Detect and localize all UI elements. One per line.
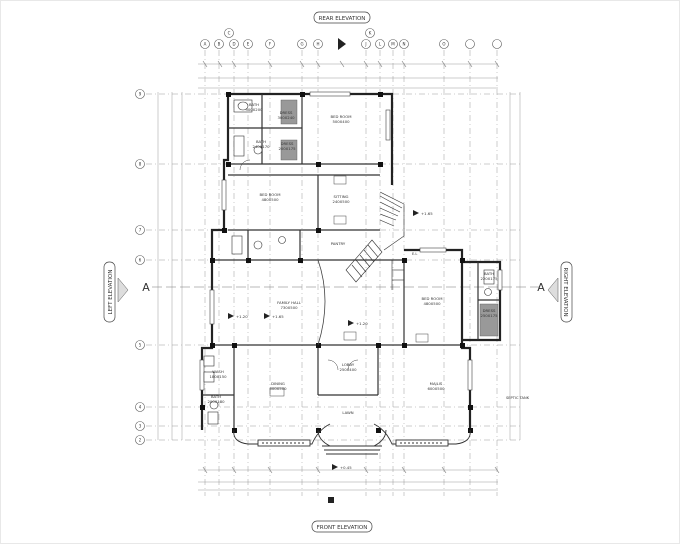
level-tags: +1.65 +1.65 +1.20 +1.20 +0.45 bbox=[228, 210, 433, 470]
structural-columns bbox=[200, 92, 473, 433]
grid-label-top-D: D bbox=[232, 42, 235, 47]
room-size-dining: 500X500 bbox=[269, 386, 287, 391]
misc-labels: E.L SEPTIC TANK bbox=[412, 252, 530, 400]
room-size-bed-room-3: 480X500 bbox=[423, 301, 441, 306]
room-name-lobby: LOBBY bbox=[342, 362, 355, 367]
grid-label-top-O: O bbox=[442, 42, 445, 47]
room-size-wash: 180X150 bbox=[209, 374, 227, 379]
room-name-lawn: LAWN bbox=[342, 410, 353, 415]
front-elevation-label: FRONT ELEVATION bbox=[317, 525, 368, 531]
room-size-lobby: 250X400 bbox=[339, 367, 357, 372]
room-name-bath-1: BATH bbox=[249, 102, 259, 107]
grid-label-left-3: 3 bbox=[139, 424, 142, 429]
room-name-pantry: PANTRY bbox=[331, 241, 346, 246]
room-size-dress-2: 200X175 bbox=[278, 146, 296, 151]
level-stair: +1.65 bbox=[421, 211, 433, 216]
right-elevation-label: RIGHT ELEVATION bbox=[562, 267, 568, 316]
front-elevation-marker: FRONT ELEVATION bbox=[311, 497, 373, 533]
left-elevation-label: LEFT ELEVATION bbox=[108, 270, 114, 315]
room-size-family-hall: 730X500 bbox=[280, 305, 298, 310]
room-name-dress-2: DRESS bbox=[281, 141, 294, 146]
grid-label-left-5: 5 bbox=[139, 343, 142, 348]
room-size-bath-4: 200X180 bbox=[207, 399, 225, 404]
section-mark-left: A bbox=[142, 281, 150, 294]
room-size-bath-3: 220X175 bbox=[480, 276, 498, 281]
grid-label-left-4: 4 bbox=[139, 405, 142, 410]
grid-label-top-N: N bbox=[403, 42, 406, 47]
grid-bubbles-top bbox=[200, 28, 502, 49]
grid-label-top-G: G bbox=[300, 42, 303, 47]
grid-label-left-2: 2 bbox=[139, 438, 142, 443]
room-name-bath-4: BATH bbox=[211, 394, 221, 399]
grid-label-top-K: K bbox=[369, 31, 372, 36]
front-porch bbox=[233, 423, 471, 455]
room-size-bed-room-1: 500X400 bbox=[332, 119, 350, 124]
grid-label-top-B: B bbox=[218, 42, 221, 47]
room-labels: BED ROOM 500X400 DRESS 300X240 BATH 300X… bbox=[207, 102, 498, 415]
right-elevation-marker: RIGHT ELEVATION bbox=[547, 261, 573, 323]
grid-label-left-6: 6 bbox=[139, 258, 142, 263]
level-left: +1.20 bbox=[236, 314, 248, 319]
grid-label-left-8: 8 bbox=[139, 162, 142, 167]
room-name-dress-1: DRESS bbox=[280, 110, 293, 115]
grid-label-top-A: A bbox=[204, 42, 207, 47]
room-size-bath-1: 300X200 bbox=[245, 107, 263, 112]
rear-elevation-label: REAR ELEVATION bbox=[319, 16, 366, 22]
room-name-bed-room-1: BED ROOM bbox=[330, 114, 351, 119]
right-dimension-lines bbox=[509, 92, 521, 440]
room-name-bath-3: BATH bbox=[484, 271, 494, 276]
sanitary-fixtures bbox=[203, 99, 495, 425]
room-name-dining: DINING bbox=[271, 381, 285, 386]
room-name-dress-3: DRESS bbox=[483, 308, 496, 313]
grid-label-left-7: 7 bbox=[139, 228, 142, 233]
staircase bbox=[345, 191, 405, 290]
section-line-a: A A bbox=[142, 281, 545, 294]
left-elevation-marker: LEFT ELEVATION bbox=[103, 261, 129, 323]
grid-label-top-F: F bbox=[269, 42, 272, 47]
room-name-bed-room-3: BED ROOM bbox=[421, 296, 442, 301]
level-family-hall: +1.65 bbox=[272, 314, 284, 319]
room-size-sitting: 240X500 bbox=[332, 199, 350, 204]
room-size-bed-room-2: 480X500 bbox=[261, 197, 279, 202]
furniture bbox=[239, 159, 429, 397]
room-name-bath-2: BATH bbox=[256, 139, 266, 144]
interior-walls bbox=[202, 94, 500, 430]
misc-label-septic: SEPTIC TANK bbox=[506, 396, 530, 400]
room-name-bed-room-2: BED ROOM bbox=[259, 192, 280, 197]
level-hall-center: +1.20 bbox=[356, 321, 368, 326]
grid-label-left-9: 9 bbox=[139, 92, 142, 97]
grid-label-top-M: M bbox=[391, 42, 395, 47]
grid-label-top-C: C bbox=[228, 31, 231, 36]
level-entrance: +0.45 bbox=[340, 465, 352, 470]
rear-elevation-marker: REAR ELEVATION bbox=[313, 11, 371, 50]
wall-finish-panels bbox=[280, 99, 499, 337]
grid-label-top-E: E bbox=[247, 42, 250, 47]
room-size-bath-2: 240X170 bbox=[252, 144, 270, 149]
family-hall-arc bbox=[317, 259, 326, 346]
grid-label-top-H: H bbox=[316, 42, 319, 47]
room-size-dress-3: 250X175 bbox=[480, 313, 498, 318]
room-size-dress-1: 300X240 bbox=[277, 115, 295, 120]
section-mark-right: A bbox=[537, 281, 545, 294]
room-name-sitting: SITTING bbox=[333, 194, 348, 199]
grid-bubbles-left bbox=[135, 89, 145, 445]
grid-label-top-J: J bbox=[364, 42, 366, 47]
room-size-majlis: 600X500 bbox=[427, 386, 445, 391]
misc-label-el: E.L bbox=[412, 252, 417, 256]
room-name-wash: WASH bbox=[212, 369, 224, 374]
grid-label-top-L: L bbox=[379, 42, 382, 47]
room-name-family-hall: FAMILY HALL bbox=[277, 300, 302, 305]
left-dimension-lines bbox=[157, 92, 183, 440]
room-name-majlis: MAJLIS bbox=[430, 381, 443, 386]
